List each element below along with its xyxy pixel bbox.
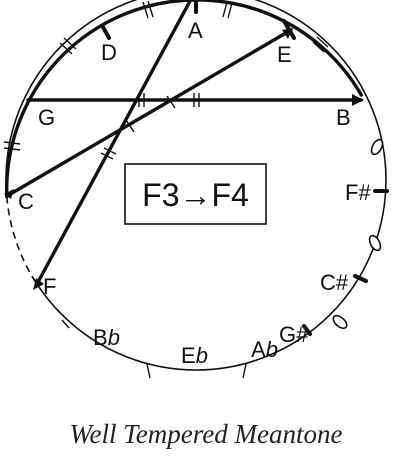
note-label-gsharp: G# [279, 322, 309, 347]
tick-marks [3, 0, 329, 379]
arrow-at-f [33, 278, 44, 290]
note-label-ab: Ab [251, 337, 278, 362]
note-marks [101, 0, 389, 336]
arrowheads [4, 28, 364, 290]
ellipse-marker-2 [368, 234, 382, 252]
chord-f-to-a [35, 0, 193, 286]
chord-c-to-e [5, 28, 293, 198]
note-label-g: G [38, 105, 55, 130]
note-label-f: F [43, 274, 56, 299]
mark-d [101, 25, 111, 40]
ellipse-markers [332, 138, 384, 330]
note-label-eb-base: E [181, 343, 196, 368]
note-label-bb-accidental: b [108, 325, 120, 350]
note-label-ab-accidental: b [266, 337, 278, 362]
note-label-a: A [188, 18, 203, 43]
mark-csharp [353, 274, 368, 283]
arrow-at-e [282, 28, 293, 39]
mark-gsharp [302, 324, 312, 336]
center-label-box [124, 163, 267, 225]
diagram-caption: Well Tempered Meantone [70, 419, 343, 449]
note-label-eb: Eb [181, 343, 208, 368]
note-label-eb-accidental: b [196, 343, 208, 368]
center-label: F3→F4 [142, 177, 249, 213]
note-label-fsharp: F# [345, 180, 371, 205]
arrow-at-b [352, 94, 364, 106]
note-label-bb-base: B [93, 325, 108, 350]
note-label-e: E [277, 42, 292, 67]
note-label-bb: Bb [93, 325, 120, 350]
arrow-at-c [4, 189, 14, 199]
ellipse-marker-1 [370, 138, 384, 156]
note-label-c: C [18, 189, 34, 214]
note-label-csharp: C# [320, 270, 349, 295]
dashed-arc-c-to-f [6, 196, 38, 285]
note-label-b: B [336, 105, 351, 130]
note-label-d: D [101, 40, 117, 65]
note-label-ab-base: A [251, 337, 266, 362]
ellipse-marker-3 [332, 314, 348, 330]
